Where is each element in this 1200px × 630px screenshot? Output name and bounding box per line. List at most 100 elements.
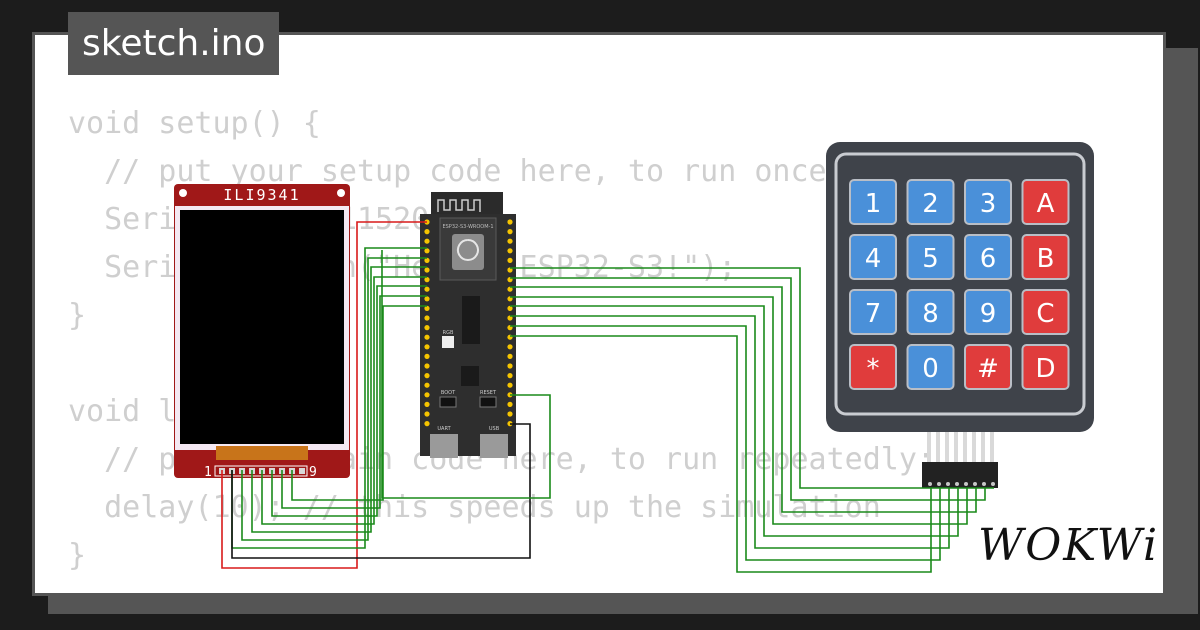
module-label: ESP32-S3-WROOM-1	[442, 224, 493, 230]
board-pin	[424, 401, 430, 407]
code-line: void setup() {	[68, 106, 321, 141]
board-pin	[424, 421, 430, 427]
reset-button[interactable]	[479, 396, 497, 408]
board-pin	[424, 373, 430, 379]
uart-label: UART	[437, 426, 451, 432]
key-9[interactable]	[964, 289, 1012, 335]
key-C[interactable]	[1021, 289, 1070, 335]
wire	[510, 325, 941, 561]
board-pin	[424, 392, 430, 398]
key-7[interactable]	[849, 289, 897, 335]
connector-pin	[928, 482, 932, 486]
key-3[interactable]	[964, 179, 1012, 225]
board-pin	[507, 219, 513, 225]
key-5[interactable]	[906, 234, 955, 280]
wire	[241, 257, 427, 541]
key-D[interactable]	[1021, 344, 1070, 390]
reset-label: RESET	[480, 390, 497, 396]
wire	[510, 305, 959, 537]
key-1[interactable]	[849, 179, 897, 225]
key-label: 7	[865, 299, 882, 329]
key-4[interactable]	[849, 234, 897, 280]
board-pin	[424, 229, 430, 235]
board-pin	[507, 411, 513, 417]
key-label: B	[1037, 244, 1055, 274]
usb-label: USB	[489, 426, 500, 432]
key-*[interactable]	[849, 344, 897, 390]
wire	[281, 295, 427, 509]
connector-pin	[964, 482, 968, 486]
key-label: D	[1035, 354, 1055, 384]
wire	[510, 335, 932, 573]
display-flex-cable	[216, 446, 308, 460]
ribbon-trace	[936, 432, 940, 464]
ribbon-trace	[954, 432, 958, 464]
board-pin	[507, 382, 513, 388]
key-#[interactable]	[964, 344, 1012, 390]
wire	[231, 423, 531, 559]
pin-9-label: 9	[309, 465, 317, 480]
wokwi-logo: WOKWi	[978, 520, 1160, 571]
code-line: // put your setup code here, to run once…	[68, 154, 845, 189]
key-label: #	[977, 354, 999, 384]
key-2[interactable]	[906, 179, 955, 225]
key-6[interactable]	[964, 234, 1012, 280]
board-pin	[507, 401, 513, 407]
wire	[291, 305, 427, 501]
connector-pin	[973, 482, 977, 486]
rgb-led-icon	[442, 336, 454, 348]
board-pin	[507, 257, 513, 263]
key-label: 9	[980, 299, 997, 329]
wires	[221, 221, 995, 573]
display-label: ILI9341	[223, 186, 300, 204]
wire	[251, 266, 427, 533]
esp32-s3-board[interactable]: ESP32-S3-WROOM-1 RGB BOOT RESET UART USB	[420, 192, 516, 458]
board-pin	[424, 267, 430, 273]
key-0[interactable]	[906, 344, 955, 390]
boot-button[interactable]	[439, 396, 457, 408]
display-header	[214, 465, 308, 477]
board-pin	[507, 344, 513, 350]
keypad-ribbon	[927, 432, 994, 464]
key-label: 5	[922, 244, 939, 274]
chip	[462, 296, 480, 344]
board-pin	[424, 238, 430, 244]
connector-pin	[991, 482, 995, 486]
board-pin	[424, 411, 430, 417]
display-screen	[180, 210, 344, 444]
key-A[interactable]	[1021, 179, 1070, 225]
wire	[271, 285, 427, 517]
boot-label: BOOT	[441, 390, 456, 396]
keypad-connector	[922, 462, 998, 488]
ili9341-display[interactable]: ILI9341 1 9	[174, 184, 350, 480]
key-label: 2	[922, 189, 939, 219]
board-pin	[424, 382, 430, 388]
board-pin	[424, 305, 430, 311]
header-pin	[299, 468, 305, 474]
wire	[510, 286, 977, 513]
ribbon-trace	[963, 432, 967, 464]
wire	[510, 296, 968, 525]
board-pins	[424, 219, 513, 427]
board-pin	[507, 373, 513, 379]
key-B[interactable]	[1021, 234, 1070, 280]
wire	[510, 315, 950, 549]
ribbon-trace	[945, 432, 949, 464]
board-pin	[424, 248, 430, 254]
mount-hole	[337, 189, 345, 197]
key-8[interactable]	[906, 289, 955, 335]
board-pin	[424, 286, 430, 292]
mount-hole	[179, 189, 187, 197]
module-shield	[452, 234, 484, 270]
connector-pin	[982, 482, 986, 486]
connector-pin	[955, 482, 959, 486]
connector-pin	[937, 482, 941, 486]
code-line: }	[68, 538, 87, 573]
ribbon-trace	[990, 432, 994, 464]
antenna-trace	[437, 199, 481, 212]
board-pin	[424, 257, 430, 263]
pin-1-label: 1	[204, 465, 212, 480]
